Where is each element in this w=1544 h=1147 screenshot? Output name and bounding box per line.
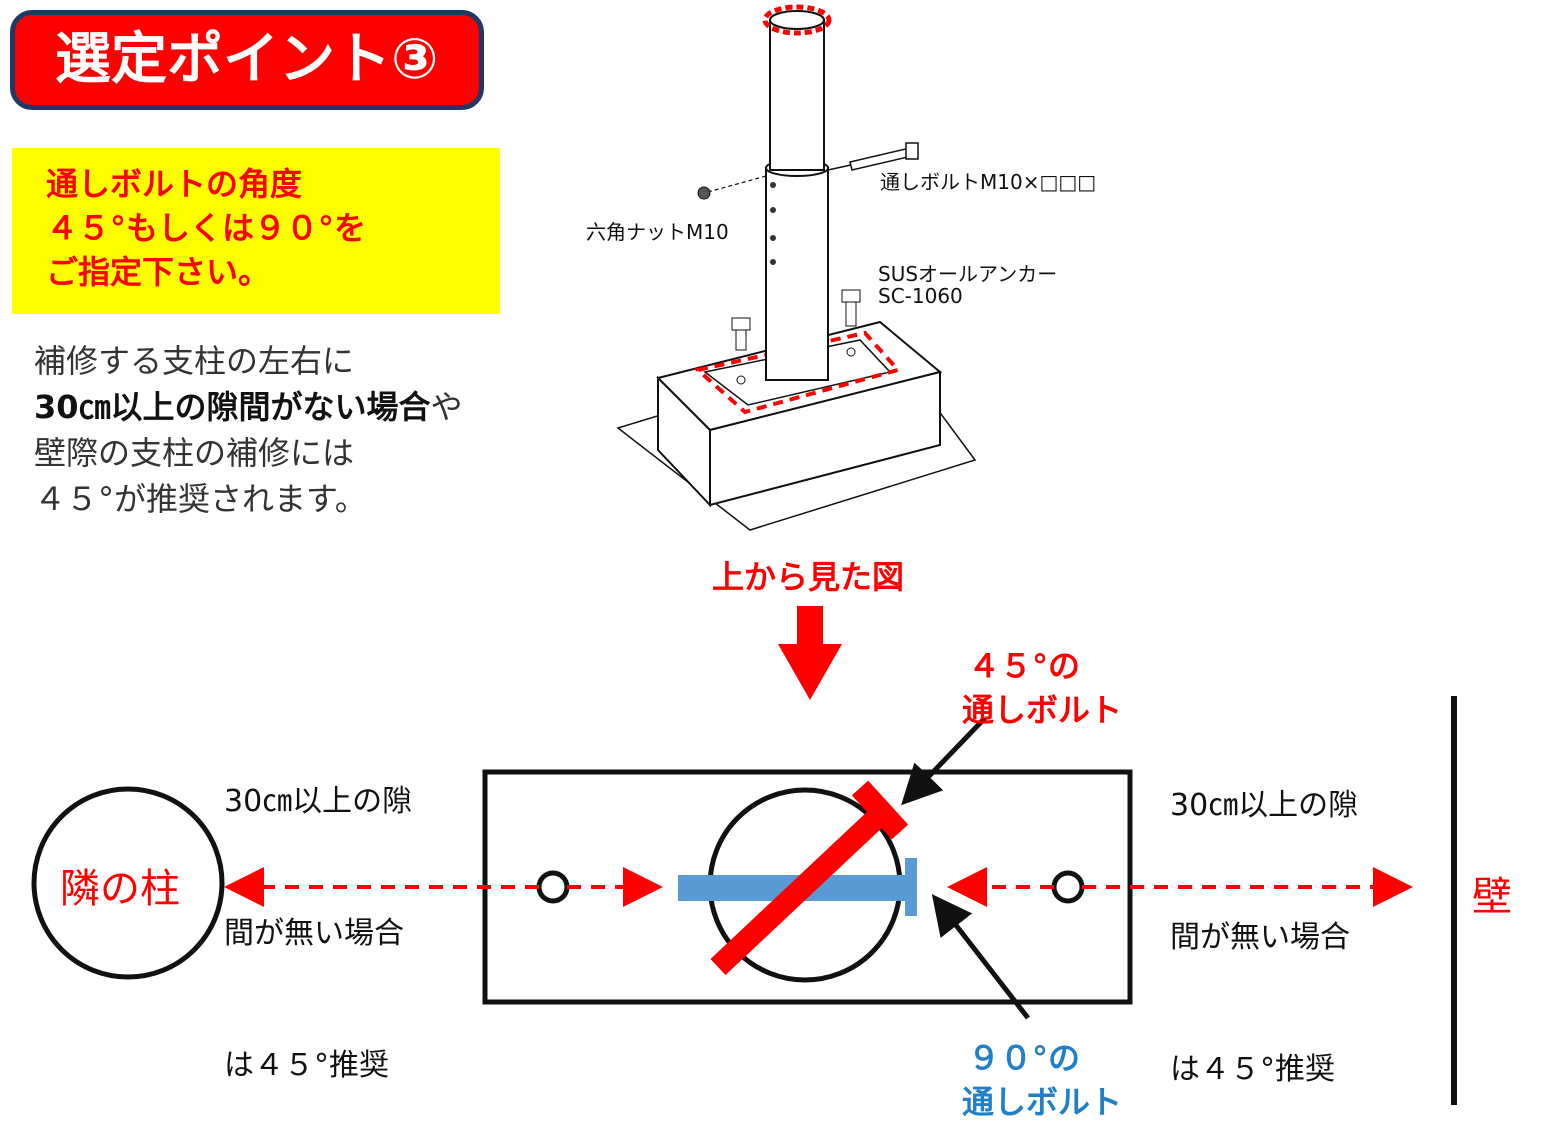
anchor-bolt — [731, 317, 751, 331]
left-gap-note: 30㎝以上の隙 間が無い場合 は４５°推奨 — [224, 784, 413, 1083]
down-arrow-icon — [778, 606, 842, 700]
bolt-45-label: ４５°の 通しボルト — [962, 647, 1123, 729]
wall-label: 壁 — [1472, 874, 1512, 920]
nut-label: 六角ナットM10 — [586, 220, 729, 244]
base-front-face — [709, 370, 941, 507]
description: 補修する支柱の左右に 30㎝以上の隙間がない場合や 壁際の支柱の補修には ４５°… — [34, 338, 463, 522]
notice-line: 通しボルトの角度 — [46, 165, 303, 203]
notice-line: ご指定下さい。 — [46, 253, 271, 291]
sleeve-pipe — [765, 167, 829, 381]
post-illustration — [616, 4, 977, 531]
top-view-caption: 上から見た図 — [712, 558, 905, 596]
plate-highlight — [693, 330, 902, 415]
notice-line: ４５°もしくは９０°を — [46, 209, 367, 247]
description-line: 壁際の支柱の補修には — [34, 434, 355, 472]
description-emphasis: 30㎝以上の隙間がない場合 — [34, 388, 431, 426]
upper-pipe — [769, 19, 825, 171]
anchor-model-label: SC-1060 — [878, 284, 963, 308]
description-line: ４５°が推奨されます。 — [34, 480, 367, 518]
top-view-diagram — [31, 696, 1457, 1105]
description-line: 30㎝以上の隙間がない場合や — [34, 384, 463, 430]
anchor-hole — [536, 870, 570, 904]
bolt-90-label: ９０°の 通しボルト — [962, 1039, 1123, 1121]
bolt-label: 通しボルトM10×□□□ — [880, 170, 1097, 194]
right-gap-note: 30㎝以上の隙 間が無い場合 は４５°推奨 — [1170, 788, 1359, 1087]
notice-box: 通しボルトの角度 ４５°もしくは９０°を ご指定下さい。 — [12, 148, 500, 314]
pipe-top-highlight — [762, 4, 832, 36]
neighbor-post-label: 隣の柱 — [60, 866, 180, 912]
anchor-label: SUSオールアンカー — [878, 262, 1058, 286]
description-tail: や — [430, 388, 463, 426]
anchor-bolt — [841, 289, 861, 303]
page-title: 選定ポイント③ — [10, 10, 484, 110]
description-line: 補修する支柱の左右に — [34, 342, 355, 380]
bolt-45 — [710, 801, 893, 976]
callout-90 — [931, 894, 1030, 1020]
hex-nut — [697, 186, 711, 200]
neighbor-post — [31, 786, 225, 980]
callout-45 — [901, 716, 987, 806]
anchor-hole — [1051, 870, 1085, 904]
